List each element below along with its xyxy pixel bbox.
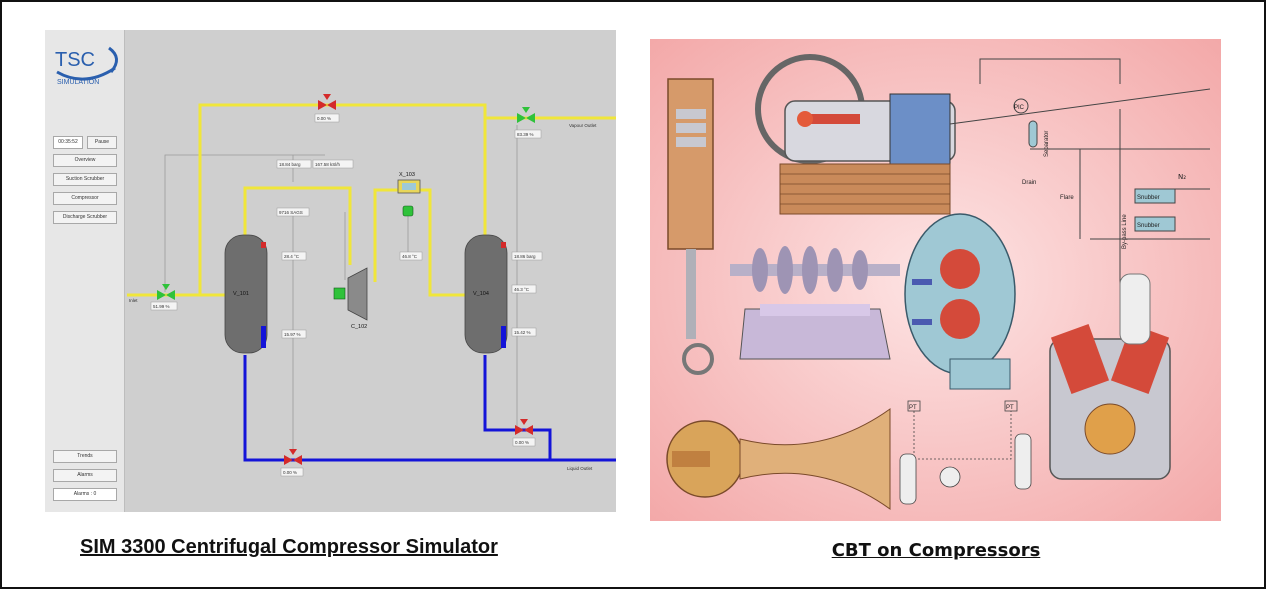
screw-rotor-drawing [730, 246, 900, 294]
piston-cylinder-drawing [667, 78, 714, 375]
valve-inlet[interactable] [157, 284, 175, 300]
reading-v104-pressure: 18.86 barg [514, 254, 536, 259]
reading-top-valve: 0.00 % [317, 116, 331, 121]
reciprocating-compressor-drawing [755, 54, 956, 215]
n2-label: N₂ [1178, 173, 1186, 181]
reading-v101-temp: 28.4 °C [284, 254, 300, 259]
blower-casing-drawing [904, 213, 1016, 390]
process-diagram: V_101 V_104 C_102 X_103 [127, 94, 616, 477]
v104-label: V_104 [473, 291, 489, 297]
pause-button[interactable]: Pause [87, 136, 117, 149]
valve-outlet[interactable] [517, 107, 535, 123]
snubber-bottom-label: Snubber [1137, 223, 1160, 229]
instrument-lines [164, 125, 518, 450]
valve-top[interactable] [318, 94, 336, 110]
valve-liquid-2[interactable] [515, 419, 533, 435]
reading-inlet-valve: 51.99 % [153, 304, 170, 309]
liquid-outlet-label: Liquid Outlet [567, 466, 593, 471]
v-compressor-drawing [1049, 273, 1171, 480]
reading-suction-pressure: 18.84 barg [279, 162, 301, 167]
valve-liquid-1[interactable] [284, 449, 302, 465]
liquid-lines [243, 355, 616, 462]
pid-top-right [949, 58, 1211, 289]
flare-label: Flare [1060, 195, 1074, 201]
discharge-scrubber-button[interactable]: Discharge Scrubber [53, 211, 117, 224]
compressor-collage: PIC Drain Separator N₂ Flare By-pass Lin… [650, 39, 1221, 521]
compressor-label: C_102 [351, 324, 367, 330]
reading-liquid-valve-1: 0.00 % [283, 470, 297, 475]
reading-outlet-valve: 83.39 % [517, 132, 534, 137]
clock-display: 00:35:52 [53, 136, 83, 149]
pt-right-label: PT [1006, 405, 1014, 411]
alarm-count: Alarms : 0 [53, 488, 117, 501]
suction-scrubber-button[interactable]: Suction Scrubber [53, 173, 117, 186]
pic-label: PIC [1014, 105, 1025, 111]
overview-button[interactable]: Overview [53, 154, 117, 167]
simulator-caption: SIM 3300 Centrifugal Compressor Simulato… [80, 536, 498, 558]
reading-v101-level: 15.97 % [284, 332, 301, 337]
crankcase-drawing [739, 304, 891, 360]
pt-left-label: PT [909, 405, 917, 411]
vessel-v101: V_101 [224, 234, 268, 354]
compressor-c102[interactable]: C_102 [333, 267, 368, 330]
reading-flow-1: 167.58 kSl/h [315, 162, 341, 167]
pid-bottom [899, 400, 1032, 505]
inlet-label: Inlet [129, 298, 138, 303]
exchanger-label: X_103 [399, 172, 415, 178]
v101-label: V_101 [233, 291, 249, 297]
reading-v104-level: 15.42 % [514, 330, 531, 335]
reading-liquid-valve-2: 0.00 % [515, 440, 529, 445]
simulator-screen: TSC SIMULATION 00:35:52 Pause Overview S… [45, 30, 616, 512]
bypass-label: By-pass Line [1122, 214, 1128, 249]
tsc-logo: TSC SIMULATION [55, 46, 118, 86]
cbt-caption: CBT on Compressors [831, 540, 1041, 561]
compressor-button[interactable]: Compressor [53, 192, 117, 205]
reading-flow-2: 9716 SAGS [279, 210, 303, 215]
blower-horn-drawing [666, 408, 891, 510]
vessel-v104: V_104 [464, 234, 508, 354]
reading-exchanger-temp: 46.8 °C [402, 254, 418, 259]
simulator-sidebar: TSC SIMULATION 00:35:52 Pause Overview S… [45, 30, 125, 512]
logo-subtext: SIMULATION [57, 79, 99, 86]
cbt-illustration: PIC Drain Separator N₂ Flare By-pass Lin… [650, 39, 1221, 521]
logo-text: TSC [55, 49, 95, 71]
vapour-lines [127, 103, 616, 297]
separator-label: Separator [1044, 131, 1050, 157]
vapour-outlet-label: Vapour Outlet [569, 123, 597, 128]
trends-button[interactable]: Trends [53, 450, 117, 463]
exchanger-x103[interactable]: X_103 [397, 172, 421, 217]
alarms-button[interactable]: Alarms [53, 469, 117, 482]
drain-label: Drain [1022, 180, 1036, 186]
snubber-top-label: Snubber [1137, 195, 1160, 201]
readouts: 0.00 % 83.39 % 51.99 % 18.84 barg 167.58… [150, 113, 543, 477]
reading-v104-temp: 46.3 °C [514, 287, 530, 292]
